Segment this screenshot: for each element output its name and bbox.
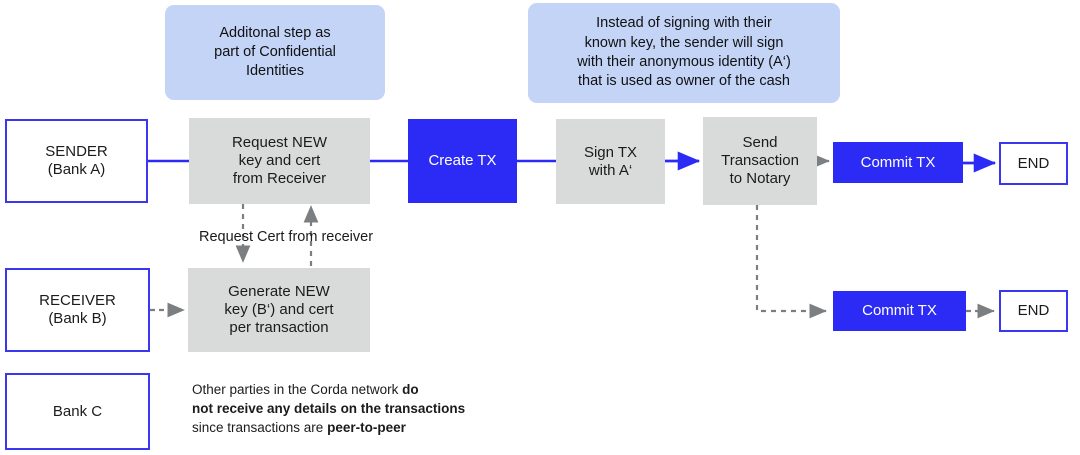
footnote-line1-plain: Other parties in the Corda network [192,382,403,397]
edge-notary-to-commit-bottom [755,205,827,319]
step-send-to-notary[interactable]: Send Transaction to Notary [703,117,817,205]
footnote: Other parties in the Corda network do no… [192,380,612,437]
step-request-new-key[interactable]: Request NEW key and cert from Receiver [189,118,370,204]
footnote-line1-bold: do [402,382,419,397]
step-commit-tx-bottom[interactable]: Commit TX [833,291,966,331]
party-receiver[interactable]: RECEIVER (Bank B) [5,268,150,352]
edge-label-request-cert: Request Cert from receiver [198,229,374,245]
step-commit-tx-top[interactable]: Commit TX [833,142,963,183]
footnote-line3-plain: since transactions are [192,420,328,436]
step-sign-tx[interactable]: Sign TX with A‘ [556,119,665,204]
step-create-tx[interactable]: Create TX [408,119,517,203]
footnote-line2-bold: not receive any details on the transacti… [192,401,466,417]
party-bank-c[interactable]: Bank C [5,373,150,450]
party-sender[interactable]: SENDER (Bank A) [5,119,148,203]
step-end-top[interactable]: END [999,142,1068,185]
callout-anonymous-identity: Instead of signing with their known key,… [528,3,840,103]
step-generate-new-key[interactable]: Generate NEW key (B‘) and cert per trans… [188,268,370,352]
callout-confidential-identities: Additonal step as part of Confidential I… [165,5,385,100]
footnote-line3-bold: peer-to-peer [327,420,406,436]
step-end-bottom[interactable]: END [999,290,1068,332]
